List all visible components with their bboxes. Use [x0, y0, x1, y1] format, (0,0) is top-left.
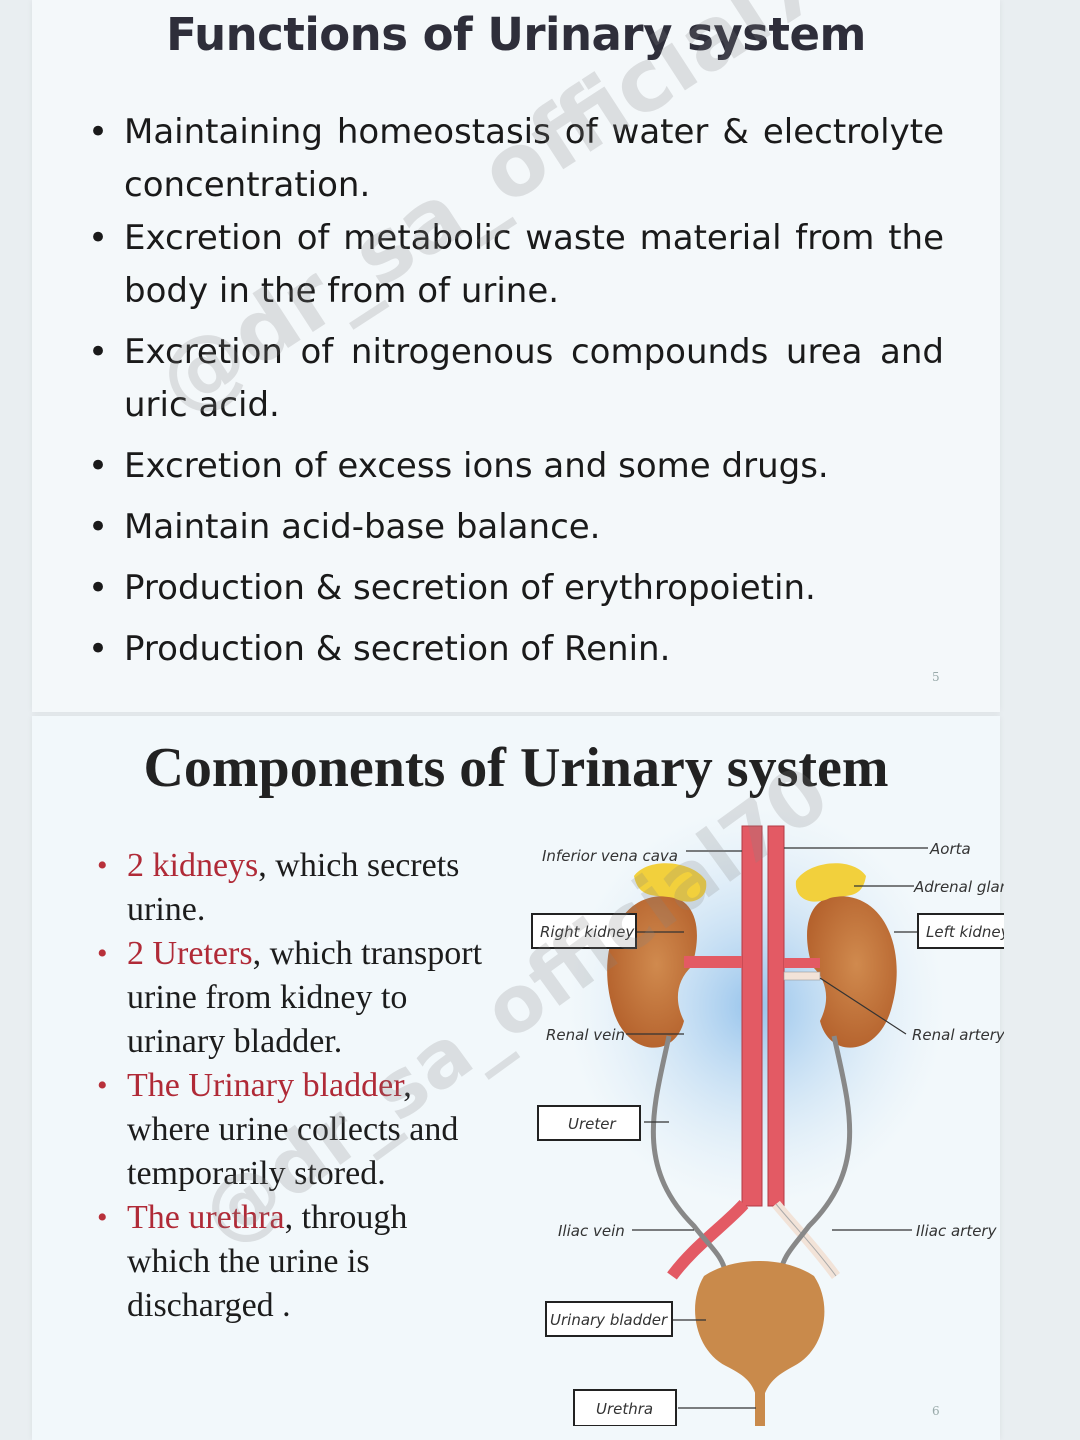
label-renal-vein: Renal vein — [546, 1026, 625, 1044]
renal-vessel-pale — [783, 971, 821, 981]
slide-functions: Functions of Urinary system Maintaining … — [32, 0, 1000, 712]
list-item: Excretion of metabolic waste material fr… — [88, 212, 944, 318]
label-renal-artery: Renal artery — [912, 1026, 1004, 1044]
urethra-shape — [755, 1392, 765, 1426]
slide-title: Functions of Urinary system — [166, 8, 866, 61]
list-item: Excretion of excess ions and some drugs. — [88, 440, 944, 493]
label-urinary-bladder: Urinary bladder — [550, 1311, 668, 1329]
slide-components: Components of Urinary system 2 kidneys, … — [32, 716, 1004, 1440]
label-box — [537, 1105, 641, 1141]
label-box — [917, 913, 1004, 949]
item-text: , where urine collects and temporarily s… — [127, 1067, 459, 1192]
label-left-kidney: Left kidney — [926, 923, 1004, 941]
right-ureter-shape — [650, 1035, 729, 1277]
label-urethra: Urethra — [596, 1400, 653, 1418]
slide-title: Components of Urinary system — [143, 737, 889, 799]
item-text: , through which the urine is discharged … — [127, 1199, 408, 1324]
urinary-system-diagram: Inferior vena cava Aorta Adrenal gland R… — [531, 806, 1004, 1426]
iliac-vessel-outline — [775, 1203, 837, 1277]
inferior-vena-cava-shape — [741, 825, 763, 1207]
label-ureter: Ureter — [568, 1115, 616, 1133]
label-iliac-vein: Iliac vein — [558, 1222, 625, 1240]
page-number: 5 — [932, 670, 940, 684]
label-iliac-artery: Iliac artery — [916, 1222, 998, 1240]
components-list: 2 kidneys, which secrets urine. 2 Ureter… — [97, 844, 487, 1328]
item-text: , which secrets urine. — [127, 847, 460, 928]
label-box — [545, 1301, 673, 1337]
list-item: The Urinary bladder, where urine collect… — [97, 1064, 487, 1196]
renal-vein-shape — [684, 956, 742, 968]
item-highlight: The Urinary bladder — [127, 1067, 404, 1104]
list-item: 2 Ureters, which transport urine from ki… — [97, 932, 487, 1064]
label-inferior-vena-cava: Inferior vena cava — [542, 847, 678, 865]
list-item: Production & secretion of erythropoietin… — [88, 562, 944, 615]
label-adrenal-gland: Adrenal gland — [913, 878, 1004, 896]
list-item: Excretion of nitrogenous compounds urea … — [88, 326, 944, 432]
item-highlight: 2 kidneys — [127, 847, 259, 884]
item-highlight: 2 Ureters — [127, 935, 253, 972]
label-right-kidney: Right kidney — [540, 923, 635, 941]
page-number: 6 — [932, 1404, 940, 1418]
list-item: Maintaining homeostasis of water & elect… — [88, 106, 944, 212]
label-aorta: Aorta — [929, 840, 971, 858]
left-ureter-shape — [777, 1035, 853, 1277]
list-item: 2 kidneys, which secrets urine. — [97, 844, 487, 932]
functions-list: Maintaining homeostasis of water & elect… — [88, 106, 944, 684]
aorta-shape — [767, 825, 785, 1207]
urinary-bladder-shape — [695, 1261, 825, 1396]
left-adrenal-shape — [795, 863, 866, 902]
leader-lines — [626, 847, 928, 1409]
list-item: Maintain acid-base balance. — [88, 501, 944, 554]
label-box — [531, 913, 637, 949]
list-item: Production & secretion of Renin. — [88, 623, 944, 676]
item-text: , which transport urine from kidney to u… — [127, 935, 483, 1060]
right-adrenal-shape — [634, 863, 707, 902]
renal-artery-shape — [784, 958, 820, 968]
label-box — [573, 1389, 677, 1426]
iliac-vein-shape — [667, 1199, 749, 1280]
list-item: The urethra, through which the urine is … — [97, 1196, 487, 1328]
item-highlight: The urethra — [127, 1199, 285, 1236]
left-kidney-shape — [807, 896, 897, 1048]
